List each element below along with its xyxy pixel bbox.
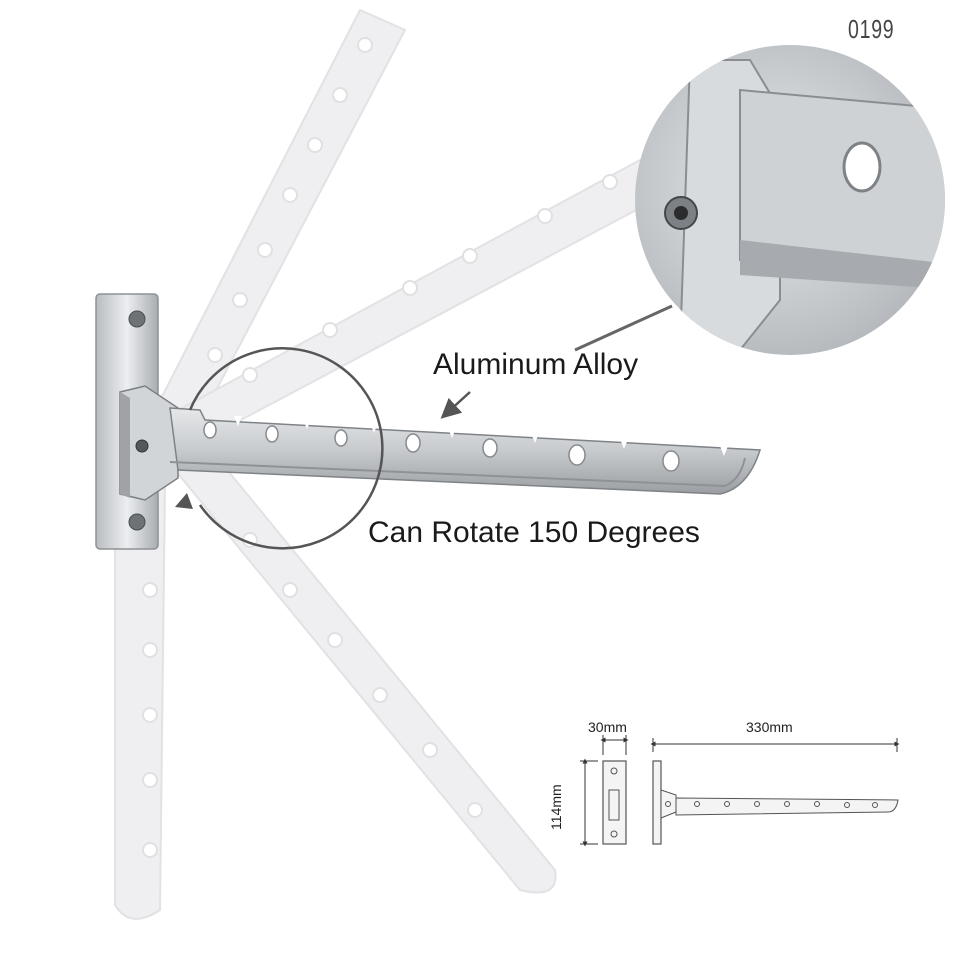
hanger-arm <box>169 407 762 495</box>
rotation-indicator <box>175 347 384 550</box>
base-height-label: 114mm <box>548 784 564 830</box>
top-screw-hole <box>128 310 146 328</box>
product-code: 0199 <box>848 14 895 44</box>
pivot-hinge <box>119 385 179 501</box>
dimension-side-view <box>650 738 900 845</box>
arm-length-label: 330mm <box>746 719 793 735</box>
rotation-callout: Can Rotate 150 Degrees <box>368 516 700 549</box>
detail-zoom-disc <box>635 45 945 355</box>
bottom-screw-hole <box>128 513 146 531</box>
detail-pointer-line <box>574 304 673 352</box>
base-width-label: 30mm <box>588 719 627 735</box>
ghost-arm-up-steep <box>148 8 407 442</box>
ghost-arm-down-vertical <box>114 479 167 920</box>
material-pointer-arrow <box>440 391 471 419</box>
material-callout: Aluminum Alloy <box>433 348 639 381</box>
dimension-base-front <box>580 735 629 847</box>
